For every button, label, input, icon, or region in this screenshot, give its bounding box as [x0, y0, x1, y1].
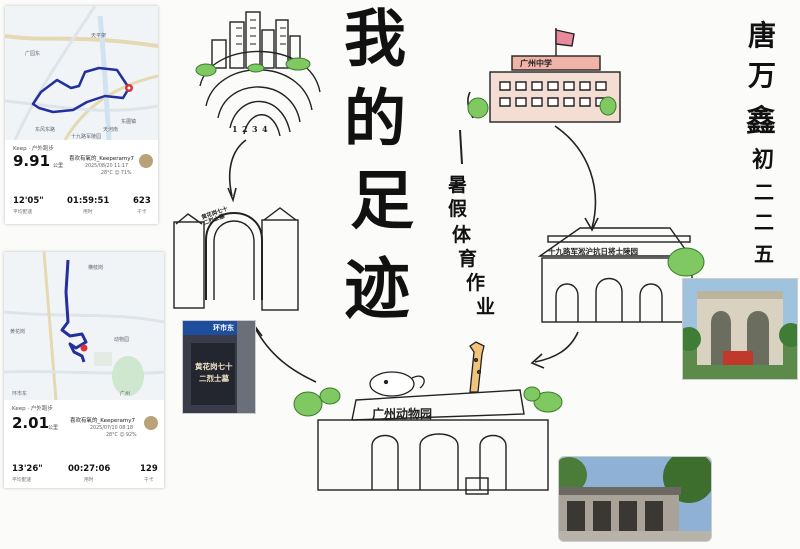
map-label: 黄花岗 — [10, 329, 26, 335]
map-label: 广园东 — [25, 51, 41, 57]
distance-value: 2.01 — [12, 414, 50, 432]
rainbow-number-2: 2 — [242, 124, 248, 134]
distance-unit: 公里 — [53, 163, 64, 169]
stats-panel: Keep · 户外跑步 9.91 公里 喜欢有氧的_Keeperamy7 202… — [5, 140, 158, 224]
author-char: 唐 — [748, 19, 777, 52]
subtitle-char: 作 — [466, 272, 486, 294]
map-label: 动物园 — [114, 337, 130, 343]
time-value: 01:59:51 — [67, 196, 110, 206]
title-char: 我 — [344, 2, 407, 75]
subtitle-char: 暑 — [448, 174, 468, 196]
pace-value: 12'05" — [13, 196, 44, 206]
map-label: 天平架 — [91, 33, 107, 39]
pace-label: 平均配速 — [13, 210, 33, 215]
distance-value: 9.91 — [13, 152, 51, 170]
calorie-label: 千卡 — [144, 478, 154, 483]
zoo-photo-image — [559, 457, 711, 541]
pace-label: 平均配速 — [12, 478, 32, 483]
elephant-drawing — [369, 371, 425, 397]
app-name: Keep · 户外跑步 — [12, 406, 53, 412]
memorial-photo-image — [683, 279, 797, 379]
zoo-trees — [293, 386, 563, 417]
memorial-photo — [682, 278, 798, 380]
calorie-value: 129 — [140, 464, 158, 474]
distance-unit: 公里 — [48, 425, 59, 431]
map-label: 十九路军陵园 — [71, 134, 102, 140]
map-label: 广州 — [120, 391, 131, 397]
rainbow-city-drawing — [199, 11, 321, 137]
school-trees — [467, 96, 617, 119]
memorial-gate-sign: 十九路军淞沪抗日将士陵园 — [548, 247, 638, 256]
author-char: 二 — [754, 180, 774, 204]
app-name: Keep · 户外跑步 — [13, 146, 54, 152]
rainbow-number-1: 1 — [232, 124, 238, 134]
zoo-sign: 广州动物园 — [372, 407, 433, 421]
map-label: 天河南 — [103, 127, 119, 133]
subtitle-char: 育 — [458, 248, 478, 270]
rainbow-number-3: 3 — [252, 124, 258, 134]
author-char: 五 — [754, 242, 774, 266]
title-char: 足 — [350, 164, 414, 239]
school-building-drawing — [489, 28, 621, 123]
rainbow-greenery — [195, 57, 311, 77]
photo-sign-line-2: 二烈士墓 — [199, 374, 229, 383]
route-map: 天平架 广园东 东圃镇 东风东路 天河南 十九路军陵园 — [5, 6, 158, 141]
street-sign-photo-image — [183, 321, 255, 413]
zoo-photo — [558, 456, 712, 542]
user-name: 喜欢有氧的_Keeperamy7 — [69, 156, 134, 162]
giraffe-drawing — [469, 341, 485, 393]
arch-gate-drawing — [173, 207, 299, 311]
time-label: 用时 — [84, 478, 94, 483]
subtitle-char: 体 — [452, 224, 472, 246]
subtitle-char: 业 — [476, 296, 496, 318]
calorie-value: 623 — [133, 196, 151, 206]
calorie-label: 千卡 — [137, 210, 147, 215]
route-map: 横枝岗 黄花岗 动物园 环市东 广州 — [4, 252, 164, 401]
running-record-card-2: 横枝岗 黄花岗 动物园 环市东 广州 Keep · 户外跑步 2.01 公里 喜… — [4, 252, 164, 488]
stats-panel: Keep · 户外跑步 2.01 公里 喜欢有氧的_Keeperamy7 202… — [4, 400, 164, 488]
map-label: 横枝岗 — [88, 265, 104, 271]
avatar — [144, 416, 158, 430]
title-char: 迹 — [344, 250, 410, 328]
weather: 28°C ☺ 71% — [101, 171, 132, 176]
school-name-sign: 广州中学 — [520, 58, 552, 68]
map-label: 环市东 — [12, 391, 28, 397]
subtitle-dash — [459, 129, 463, 165]
running-route — [60, 259, 88, 363]
weather: 28°C ☺ 92% — [106, 433, 137, 438]
gate-tree — [667, 247, 705, 277]
author-char: 万 — [748, 59, 777, 92]
user-name: 喜欢有氧的_Keeperamy7 — [70, 418, 135, 424]
pace-value: 13'26" — [12, 464, 43, 474]
title-char: 的 — [344, 82, 407, 155]
running-record-card-1: 天平架 广园东 东圃镇 东风东路 天河南 十九路军陵园 Keep · 户外跑步 … — [5, 6, 158, 224]
route-map-drawing — [5, 6, 158, 141]
map-label: 东圃镇 — [121, 119, 137, 125]
running-route — [31, 66, 131, 114]
subtitle-char: 假 — [448, 198, 468, 220]
photo-top-sign: 环市东 — [213, 323, 234, 332]
rainbow-number-4: 4 — [262, 124, 268, 134]
cycle-arrows — [227, 91, 599, 383]
photo-sign-line-1: 黄花岗七十 — [195, 362, 233, 371]
record-date: 2025/07/10 08:18 — [90, 426, 133, 431]
record-date: 2025/08/20 11:17 — [85, 164, 128, 169]
route-map-drawing — [4, 252, 164, 401]
time-value: 00:27:06 — [68, 464, 111, 474]
zoo-gate-drawing — [317, 389, 549, 495]
time-label: 用时 — [83, 210, 93, 215]
memorial-gate-drawing — [537, 227, 693, 323]
author-char: 初 — [752, 147, 775, 173]
author-char: 鑫 — [746, 104, 776, 139]
map-label: 东风东路 — [35, 127, 56, 133]
author-char: 二 — [754, 210, 774, 234]
street-sign-photo: 环市东 黄花岗七十 二烈士墓 — [182, 320, 256, 414]
avatar — [139, 154, 153, 168]
